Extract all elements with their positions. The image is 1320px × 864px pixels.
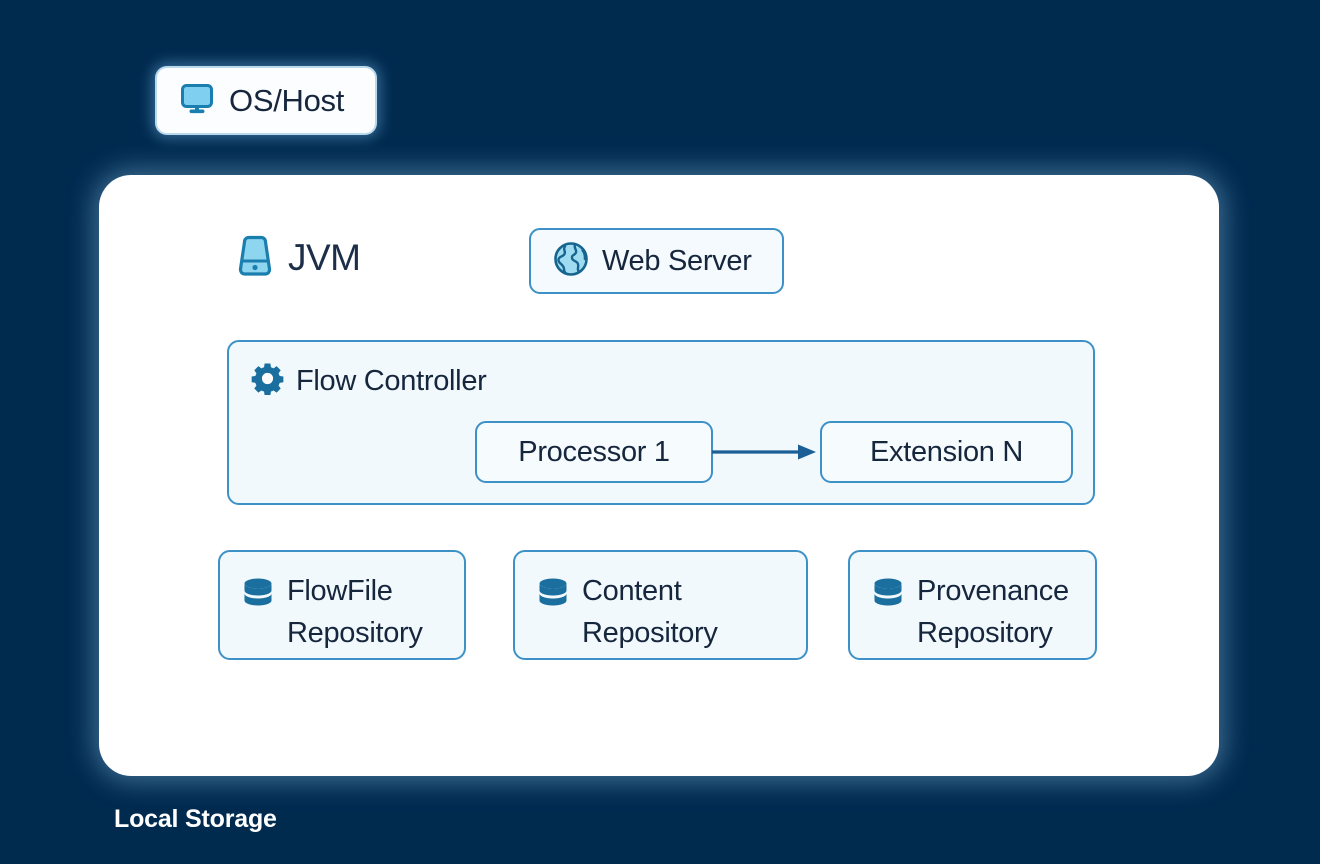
database-icon: [242, 577, 274, 616]
gear-icon: [251, 362, 284, 400]
flow-arrow-icon: [712, 444, 816, 460]
globe-icon: [553, 241, 589, 282]
database-icon: [537, 577, 569, 616]
flow-controller-title: Flow Controller: [296, 364, 487, 397]
jvm-label: JVM: [288, 237, 361, 278]
database-icon: [872, 577, 904, 616]
processor-node[interactable]: Processor 1: [475, 421, 713, 483]
jvm-node: JVM: [238, 227, 361, 289]
monitor-icon: [179, 80, 215, 121]
web-server-node[interactable]: Web Server: [529, 228, 784, 294]
jvm-container-card: JVM Web Server: [99, 175, 1219, 776]
provenance-repository-label: Provenance Repository: [917, 575, 1069, 650]
extension-node[interactable]: Extension N: [820, 421, 1073, 483]
content-repository-node[interactable]: Content Repository: [513, 550, 808, 660]
flowfile-repository-node[interactable]: FlowFile Repository: [218, 550, 466, 660]
flowfile-repository-label: FlowFile Repository: [287, 575, 423, 650]
os-host-label: OS/Host: [229, 82, 345, 118]
local-storage-label: Local Storage: [114, 805, 277, 833]
flow-controller-node[interactable]: Flow Controller Processor 1 Extension N: [227, 340, 1095, 505]
provenance-repository-node[interactable]: Provenance Repository: [848, 550, 1097, 660]
os-host-node[interactable]: OS/Host: [155, 66, 377, 135]
web-server-label: Web Server: [602, 244, 752, 277]
extension-label: Extension N: [869, 435, 1024, 468]
flow-controller-header: Flow Controller: [251, 362, 487, 400]
content-repository-label: Content Repository: [582, 575, 718, 650]
hard-drive-icon: [238, 235, 272, 282]
processor-label: Processor 1: [518, 435, 670, 468]
